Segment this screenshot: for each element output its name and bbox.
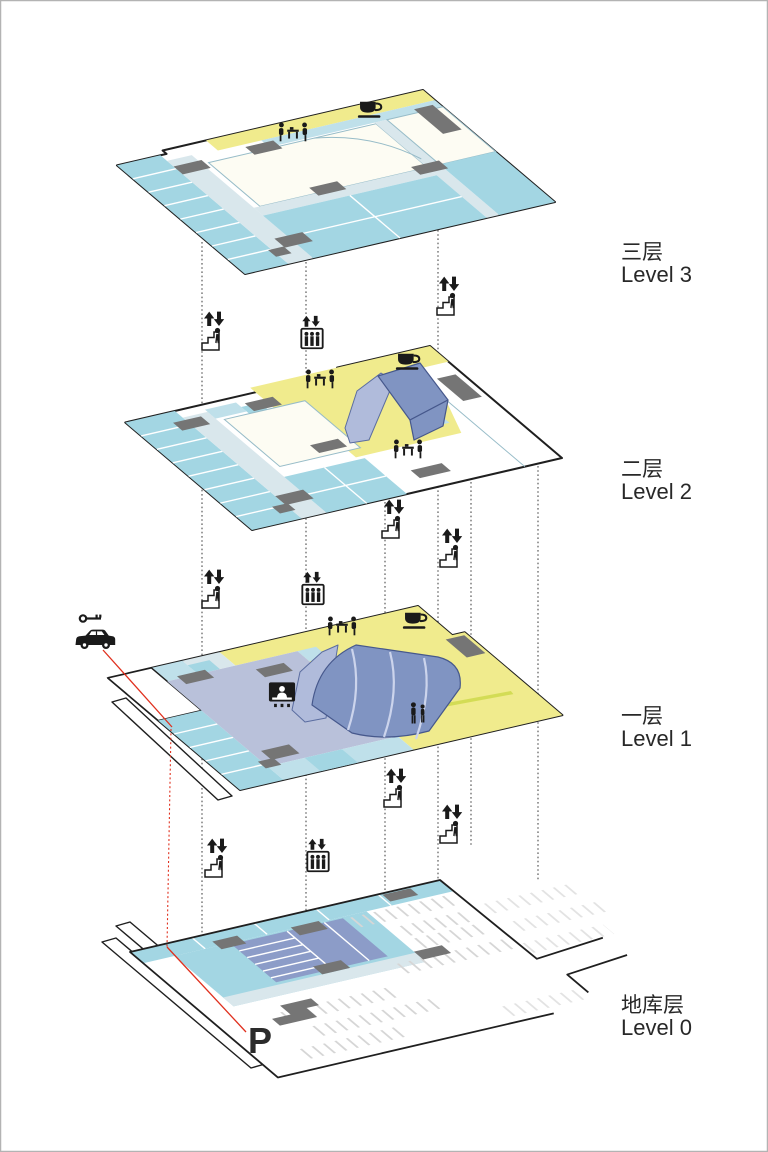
svg-text:Level 2: Level 2 [621, 479, 692, 504]
level1-label: 一层 Level 1 [621, 705, 692, 751]
svg-text:三层: 三层 [621, 241, 663, 264]
car-route [102, 649, 247, 1033]
svg-text:Level 0: Level 0 [621, 1015, 692, 1040]
parking-mark: P [248, 1020, 272, 1061]
svg-text:Level 1: Level 1 [621, 726, 692, 751]
level0-floor-plate [130, 856, 693, 1078]
level3-floor-plate [113, 90, 555, 274]
level0-label: 地库层 Level 0 [621, 994, 692, 1040]
svg-text:Level 3: Level 3 [621, 262, 692, 287]
level3-cores [173, 104, 462, 257]
svg-text:二层: 二层 [621, 458, 663, 481]
coffee-icon [395, 352, 421, 371]
level2-label: 二层 Level 2 [621, 458, 692, 504]
parking-stalls [280, 883, 615, 1059]
svg-text:地库层: 地库层 [621, 994, 684, 1017]
level-labels: 三层 Level 3 二层 Level 2 一层 Level 1 地库层 Lev… [248, 241, 692, 1061]
level1-entry-ramp [111, 697, 233, 801]
level1-lobby [167, 651, 398, 767]
level2-cores [173, 374, 482, 514]
level0-cores [212, 888, 452, 1026]
level1-floor-plate [108, 603, 562, 790]
coffee-icon [357, 100, 383, 119]
level3-label: 三层 Level 3 [621, 241, 692, 287]
svg-text:一层: 一层 [621, 705, 663, 728]
coffee-icon [402, 611, 428, 630]
